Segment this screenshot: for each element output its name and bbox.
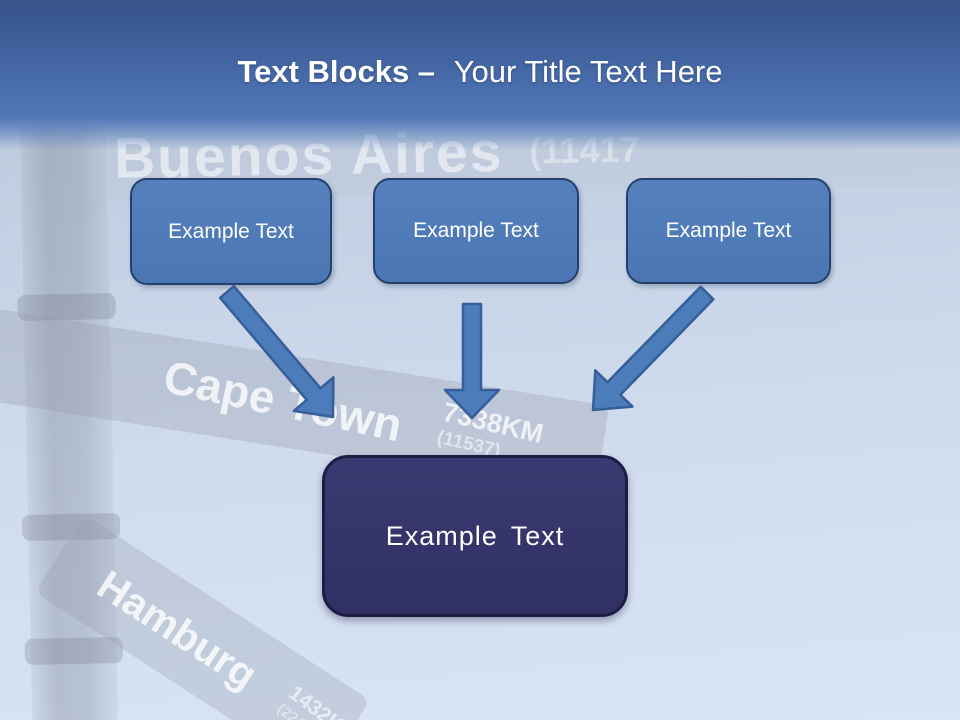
- text-block-3: Example Text: [626, 178, 831, 284]
- slide-title-bold: Text Blocks –: [237, 54, 436, 89]
- arrow-down-icon: [443, 302, 501, 420]
- summary-block-label: Example Text: [385, 520, 565, 551]
- summary-block: Example Text: [322, 455, 628, 617]
- title-bar: Text Blocks – Your Title Text Here: [0, 0, 960, 150]
- slide-title-regular: Your Title Text Here: [453, 54, 723, 89]
- text-block-1: Example Text: [130, 178, 332, 285]
- arrow-down-left-icon: [591, 285, 715, 412]
- slide-title: Text Blocks – Your Title Text Here: [0, 54, 960, 90]
- text-block-3-label: Example Text: [665, 219, 792, 242]
- text-block-1-label: Example Text: [168, 219, 294, 243]
- text-block-2: Example Text: [373, 178, 579, 284]
- text-block-2-label: Example Text: [413, 219, 539, 242]
- arrow-down-right-icon: [218, 284, 335, 419]
